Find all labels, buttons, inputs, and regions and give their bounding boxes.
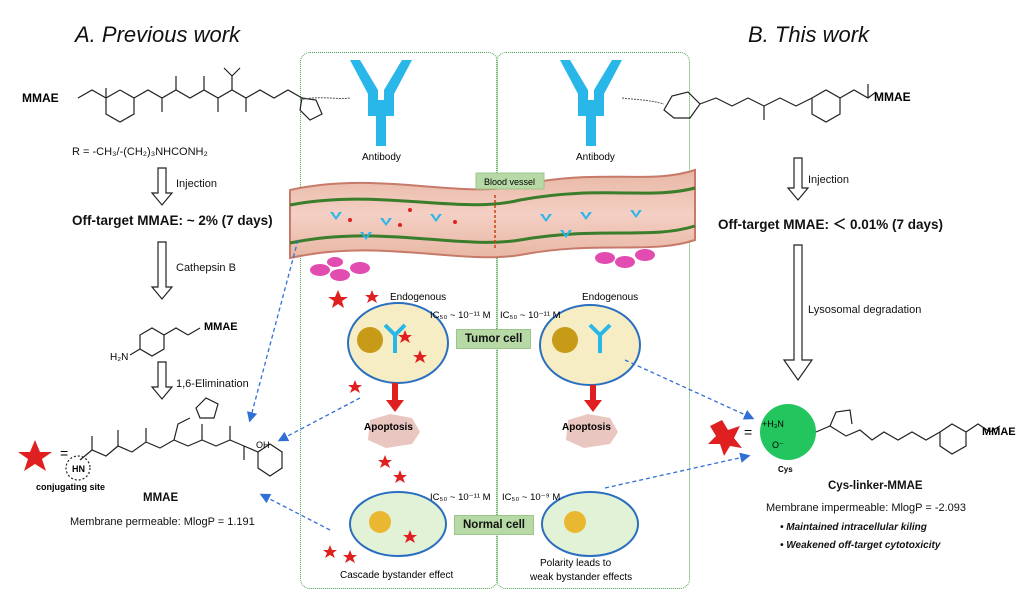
left-permeability: Membrane permeable: MlogP = 1.191 (70, 516, 255, 528)
ic50-tumor-right: IC₅₀ ~ 10⁻¹¹ M (500, 310, 561, 321)
polarity-label-1: Polarity leads to (540, 558, 612, 569)
conjugating-site: conjugating site (36, 482, 105, 492)
polarity-label-2: weak bystander effects (529, 572, 632, 583)
antibody-icon-left (350, 60, 412, 146)
antibody-label-left: Antibody (362, 152, 401, 163)
payload-burst-icon (708, 420, 742, 456)
left-adc-structure (77, 67, 323, 123)
right-bullet-1: • Maintained intracellular kiling (780, 522, 927, 533)
this-work-title: B. This work (748, 22, 870, 47)
normal-cell-right (541, 491, 639, 557)
ic50-tumor-left: IC₅₀ ~ 10⁻¹¹ M (430, 310, 491, 321)
right-adc-structure (663, 84, 877, 123)
apoptosis-right (566, 385, 618, 448)
oh-label: OH (256, 440, 270, 450)
ic50-normal-right: IC₅₀ ~ 10⁻⁹ M (502, 492, 560, 503)
right-bullet-2: • Weakened off-target cytotoxicity (780, 540, 941, 551)
blood-vessel (289, 168, 696, 281)
endogenous-label-left: Endogenous (390, 292, 446, 303)
antibody-icon-right (560, 60, 622, 146)
normal-cell-left (349, 491, 447, 557)
normal-cell-label: Normal cell (454, 515, 534, 535)
blood-vessel-label: Blood vessel (484, 177, 535, 187)
cys-linker-structure (815, 409, 1001, 455)
cys-circle (760, 404, 816, 460)
hn-label: HN (72, 464, 85, 474)
right-off-target: Off-target MMAE: ＜ 0.01% (7 days) (718, 217, 944, 232)
left-step-injection: Injection (176, 178, 217, 190)
bullet-1-text: Maintained intracellular kiling (786, 522, 927, 533)
right-step-injection: Injection (808, 174, 849, 186)
right-mmae-label: MMAE (874, 90, 911, 104)
right-step-lysosomal: Lysosomal degradation (808, 304, 922, 316)
right-permeability: Membrane impermeable: MlogP = -2.093 (766, 502, 967, 514)
tumor-cell-label: Tumor cell (456, 329, 532, 349)
ic50-normal-left: IC₅₀ ~ 10⁻¹¹ M (430, 492, 491, 503)
star-equals: = (60, 445, 68, 461)
o-minus-label: O⁻ (772, 440, 784, 450)
left-step-elimination: 1,6-Elimination (176, 378, 249, 390)
left-off-target: Off-target MMAE: ~ 2% (7 days) (72, 213, 273, 228)
intermediate-nh2: H₂N (110, 352, 128, 363)
r-group-label: R = -CH₃/-(CH₂)₃NHCONH₂ (72, 146, 208, 158)
antibody-label-right: Antibody (576, 152, 615, 163)
intermediate-mmae: MMAE (204, 321, 238, 333)
left-mmae-label: MMAE (22, 91, 59, 105)
intermediate-structure (129, 327, 201, 357)
endogenous-label-right: Endogenous (582, 292, 638, 303)
this-work-panel (496, 52, 690, 589)
left-step-cathepsin: Cathepsin B (176, 262, 236, 274)
cys-label: Cys (778, 465, 793, 474)
payload-stars (18, 290, 427, 563)
tumor-cell-left (347, 302, 449, 384)
apoptosis-label-left: Apoptosis (364, 422, 413, 433)
mmae-structure (65, 397, 283, 481)
cascade-label: Cascade bystander effect (340, 570, 453, 581)
process-arrows (150, 157, 814, 400)
left-product-name: MMAE (143, 492, 179, 504)
cys-mmae-label: MMAE (982, 426, 1016, 438)
nh3-label: +H₃N (762, 419, 784, 429)
right-product-name: Cys-linker-MMAE (828, 480, 923, 492)
blue-flow-arrows (246, 239, 755, 531)
apoptosis-left (368, 383, 420, 448)
previous-work-title: A. Previous work (75, 22, 241, 47)
bullet-2-text: Weakened off-target cytotoxicity (786, 540, 941, 551)
previous-work-panel (300, 52, 498, 589)
apoptosis-label-right: Apoptosis (562, 422, 611, 433)
cys-equals: = (744, 424, 752, 440)
tumor-cell-right (539, 304, 641, 386)
